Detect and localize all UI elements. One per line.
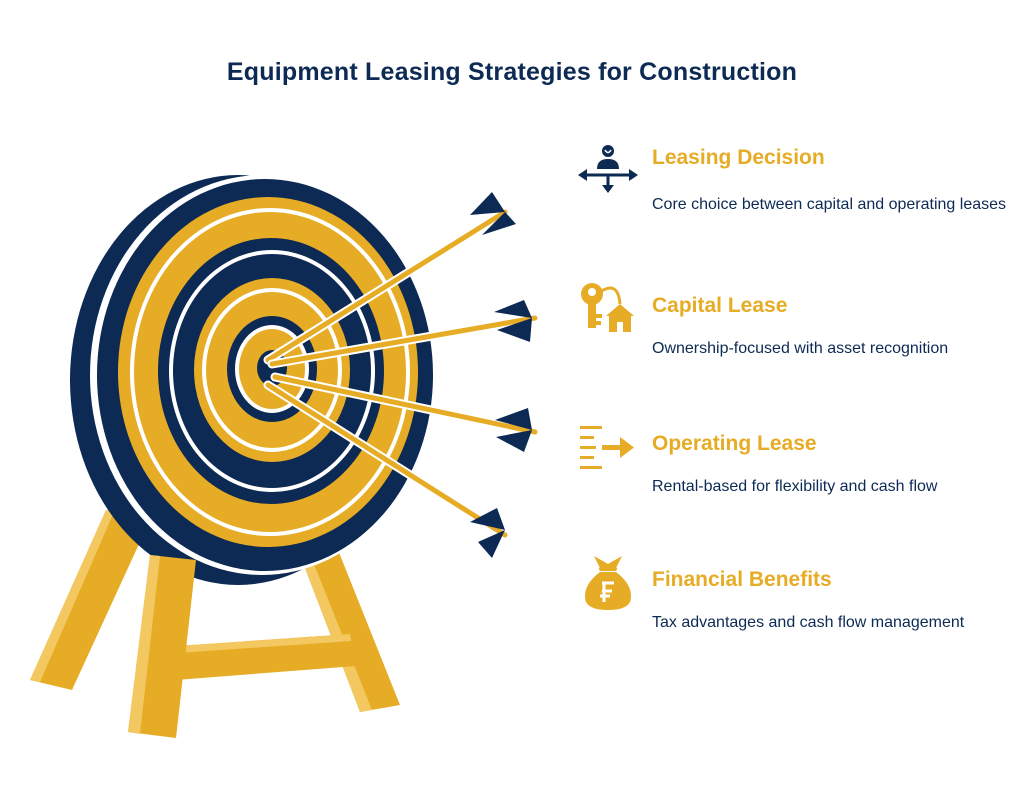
arrow-3 [270,372,540,452]
person-decision-arrows-icon [578,145,638,193]
item-heading: Leasing Decision [652,146,825,169]
page-title: Equipment Leasing Strategies for Constru… [226,58,798,86]
item-heading: Capital Lease [652,294,788,317]
item-description: Core choice between capital and operatin… [652,196,1007,213]
list-arrow-icon [580,426,634,469]
strategy-operating-lease: Operating Lease Rental-based for flexibi… [578,420,1018,500]
strategy-leasing-decision: Leasing Decision Core choice between cap… [578,142,1018,238]
item-description: Rental-based for flexibility and cash fl… [652,478,938,495]
easel-crossbar [148,634,356,682]
key-house-icon [581,283,634,332]
easel-right-leg [300,550,400,712]
target-board [70,175,434,585]
target-illustration [30,175,540,738]
strategy-financial-benefits: Financial Benefits Tax advantages and ca… [578,554,1018,634]
item-description: Ownership-focused with asset recognition [652,340,949,357]
strategy-capital-lease: Capital Lease Ownership-focused with ass… [578,280,1018,360]
item-description: Tax advantages and cash flow management [652,614,965,631]
arrow-4 [263,380,510,558]
item-heading: Financial Benefits [652,568,832,591]
money-bag-icon [584,556,632,610]
arrow-2 [267,300,540,369]
easel-front-leg [128,555,196,738]
item-heading: Operating Lease [652,432,817,455]
easel-back-leg [30,510,150,690]
arrow-1 [263,192,516,365]
